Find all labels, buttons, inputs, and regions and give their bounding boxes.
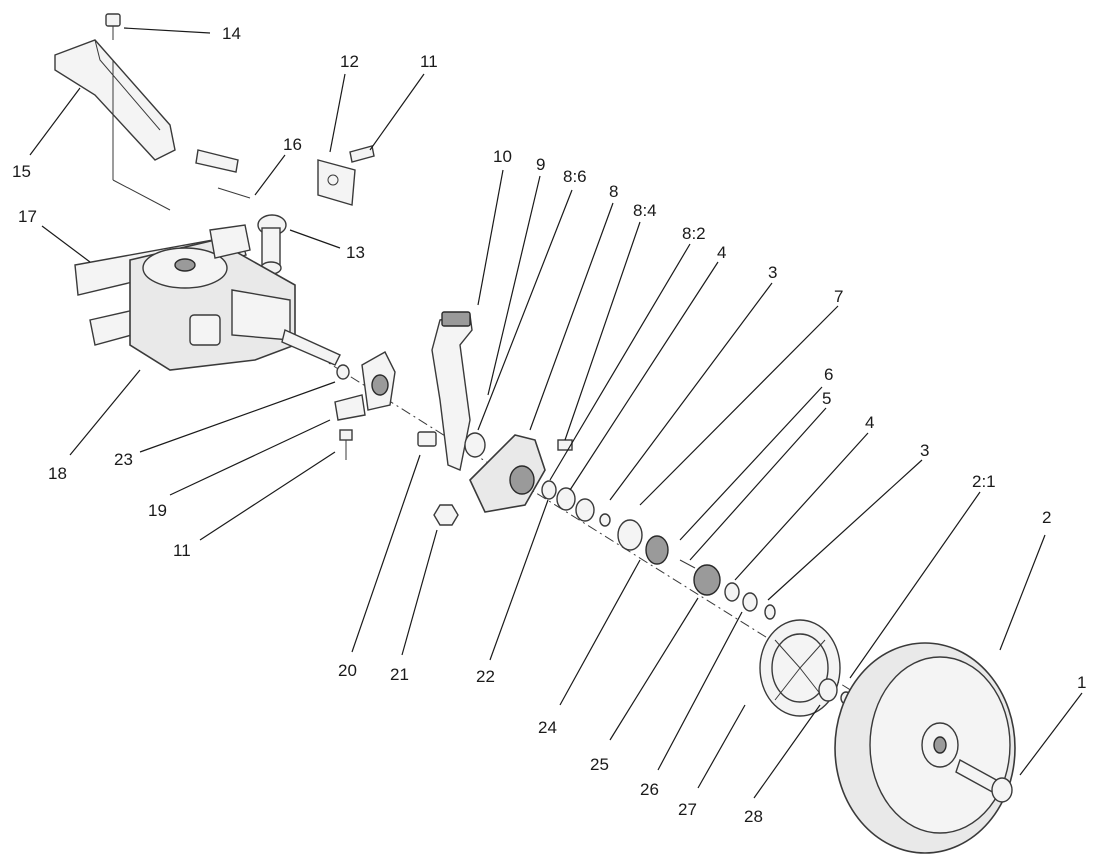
callout-2-1: 2:1 [972, 472, 996, 491]
callout-5: 5 [822, 389, 831, 408]
part-11-bolt-lower [339, 429, 353, 460]
callout-6: 6 [824, 365, 833, 384]
callout-21: 21 [390, 665, 409, 684]
callout-14-top: 14 [222, 24, 241, 43]
callout-17: 17 [18, 207, 37, 226]
output-shaft [281, 329, 350, 380]
part-21-nut [433, 504, 459, 526]
callout-9: 9 [536, 155, 545, 174]
callout-23: 23 [114, 450, 133, 469]
callout-11-top: 11 [420, 52, 438, 71]
callout-8-2: 8:2 [682, 224, 706, 243]
callout-13: 13 [346, 243, 365, 262]
part-2-wheel [834, 642, 1016, 854]
callout-8-6: 8:6 [563, 167, 587, 186]
callout-8: 8 [609, 182, 618, 201]
callout-12: 12 [340, 52, 359, 71]
part-11-screw-upper [349, 145, 375, 163]
part-8-4-screw [557, 439, 573, 451]
callout-20: 20 [338, 661, 357, 680]
callout-28: 28 [744, 807, 763, 826]
part-22-pivot-plate [469, 434, 546, 513]
callout-3-bottom: 3 [920, 441, 929, 460]
part-16-pin [195, 149, 251, 199]
callout-1: 1 [1077, 673, 1086, 692]
callout-11-bottom: 11 [173, 541, 191, 560]
callout-19: 19 [148, 501, 167, 520]
washer-stack [541, 480, 776, 620]
part-9-bushing [464, 432, 486, 458]
callout-24: 24 [538, 718, 557, 737]
part-15-handle-bracket [54, 39, 176, 211]
parts-drawing [54, 13, 1016, 854]
callout-2: 2 [1042, 508, 1051, 527]
part-19-plate [334, 394, 366, 421]
callout-27: 27 [678, 800, 697, 819]
part-20-bolt [417, 431, 437, 447]
callout-4-bottom: 4 [865, 413, 874, 432]
callout-18: 18 [48, 464, 67, 483]
callout-labels: 14 12 11 15 16 10 9 8:6 8 8:4 8:2 4 3 7 … [12, 24, 1086, 826]
callout-4-top: 4 [717, 243, 726, 262]
callout-15: 15 [12, 162, 31, 181]
callout-3-top: 3 [768, 263, 777, 282]
callout-26: 26 [640, 780, 659, 799]
callout-16: 16 [283, 135, 302, 154]
callout-7: 7 [834, 287, 843, 306]
part-18-transmission [129, 224, 296, 371]
part-1-axle-bolt [955, 758, 1013, 803]
part-14-bolt [105, 13, 121, 40]
callout-22: 22 [476, 667, 495, 686]
part-12-cable-bracket [317, 159, 356, 206]
callout-25: 25 [590, 755, 609, 774]
part-23-bearing-bracket [361, 351, 396, 411]
callout-8-4: 8:4 [633, 201, 657, 220]
part-13-clip [257, 214, 287, 275]
leader-lines [29, 27, 1083, 799]
callout-10: 10 [493, 147, 512, 166]
